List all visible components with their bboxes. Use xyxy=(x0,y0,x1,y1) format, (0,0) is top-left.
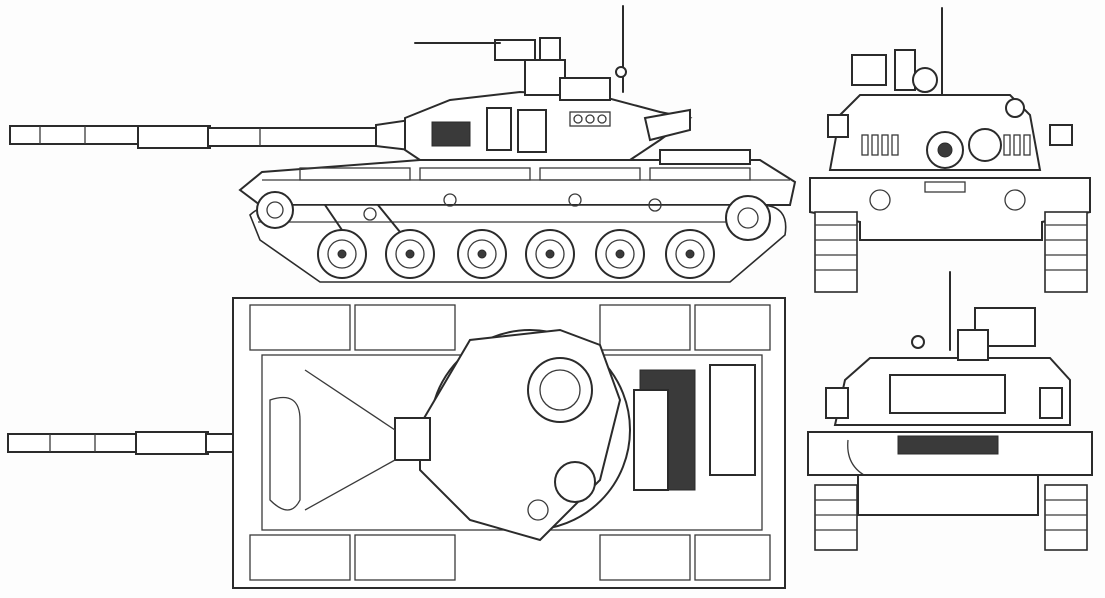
rear-exhaust-grille xyxy=(897,435,999,455)
side-turret-details xyxy=(431,107,691,153)
front-cupola xyxy=(912,67,938,93)
side-hull xyxy=(238,159,797,206)
top-view xyxy=(7,297,786,589)
rear-left-track xyxy=(814,484,858,551)
side-suspension xyxy=(324,193,662,233)
side-idler-wheel xyxy=(256,191,294,229)
rear-right-track xyxy=(1044,484,1088,551)
side-fender-stowage xyxy=(262,149,790,181)
side-view xyxy=(9,5,797,283)
top-commander-cupola xyxy=(527,357,593,423)
rear-turret-bin xyxy=(889,374,1006,414)
side-gun-barrel xyxy=(9,118,411,152)
front-sight-port xyxy=(968,128,1002,162)
front-right-track xyxy=(1044,211,1088,293)
front-searchlight-box xyxy=(851,54,887,86)
front-smoke-launchers xyxy=(861,134,1031,156)
top-gun-mantlet xyxy=(394,417,431,461)
top-fender-bins xyxy=(249,304,771,581)
front-left-track xyxy=(814,211,858,293)
side-drive-sprocket xyxy=(725,195,771,241)
top-driver-hatch xyxy=(269,396,301,511)
rear-view xyxy=(807,271,1093,551)
front-view xyxy=(809,7,1091,293)
side-road-wheels xyxy=(317,229,715,279)
top-gunner-hatch xyxy=(554,461,596,503)
side-cupola-machine-gun xyxy=(414,37,627,101)
